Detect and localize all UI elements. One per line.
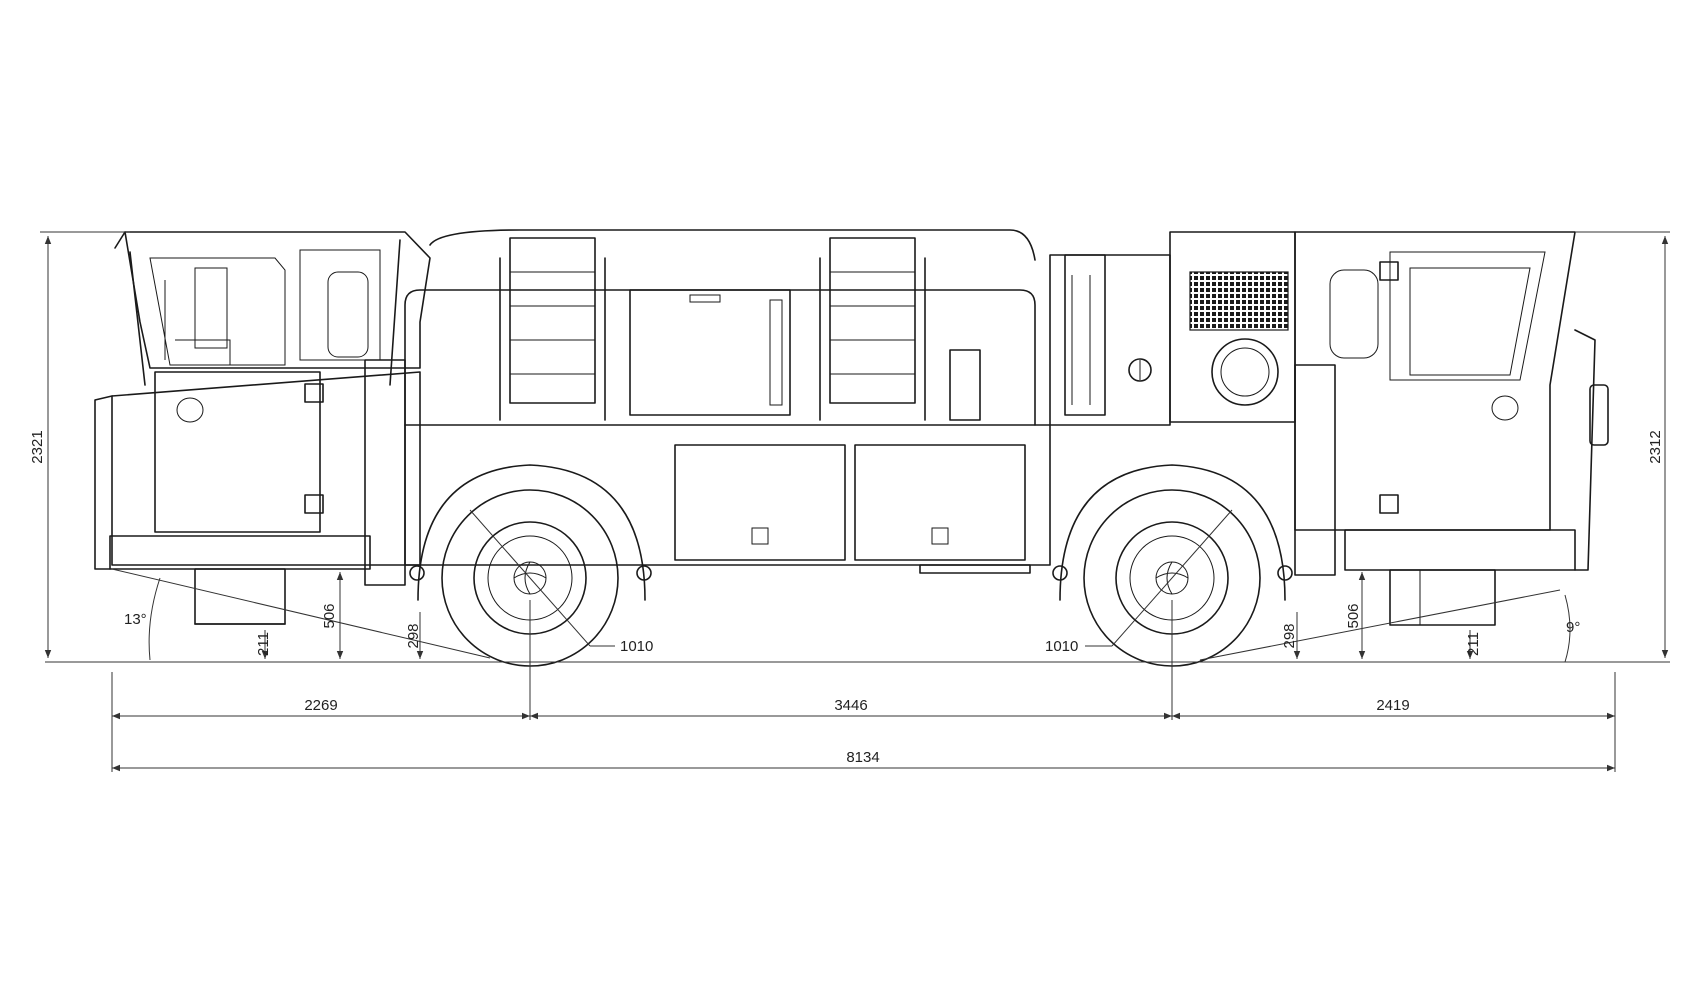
front-clearance-body-label: 506	[321, 603, 338, 628]
front-overhang-label: 2269	[304, 697, 337, 714]
rear-ladder	[819, 237, 926, 421]
side-panel	[629, 289, 981, 421]
front-cab	[94, 231, 431, 570]
dimension-labels: 2321 2312 13° 9° 211 506 298 298 506 211…	[29, 430, 1664, 766]
rear-wheel-diameter-label: 1010	[1045, 638, 1078, 655]
front-wheel-diameter-label: 1010	[620, 638, 653, 655]
front-ladder	[499, 237, 606, 421]
departure-angle-label: 9°	[1566, 619, 1580, 636]
rear-clearance-body-label: 506	[1345, 603, 1362, 628]
rear-step	[1389, 569, 1496, 626]
rear-clearance-step-label: 211	[1465, 632, 1482, 656]
rear-clearance-axle-label: 298	[1281, 623, 1298, 648]
height-front-label: 2321	[29, 430, 46, 463]
front-clearance-axle-label: 298	[405, 623, 422, 648]
wheelbase-label: 3446	[834, 697, 867, 714]
approach-angle-label: 13°	[124, 611, 147, 628]
height-rear-label: 2312	[1647, 430, 1664, 463]
overall-length-label: 8134	[846, 749, 879, 766]
dimension-lines	[40, 231, 1670, 772]
rear-cab	[1294, 231, 1609, 576]
front-step	[194, 568, 286, 625]
storage-boxes	[674, 444, 1031, 574]
front-clearance-step-label: 211	[255, 632, 272, 656]
engine-bay	[1169, 231, 1296, 423]
rear-overhang-label: 2419	[1376, 697, 1409, 714]
